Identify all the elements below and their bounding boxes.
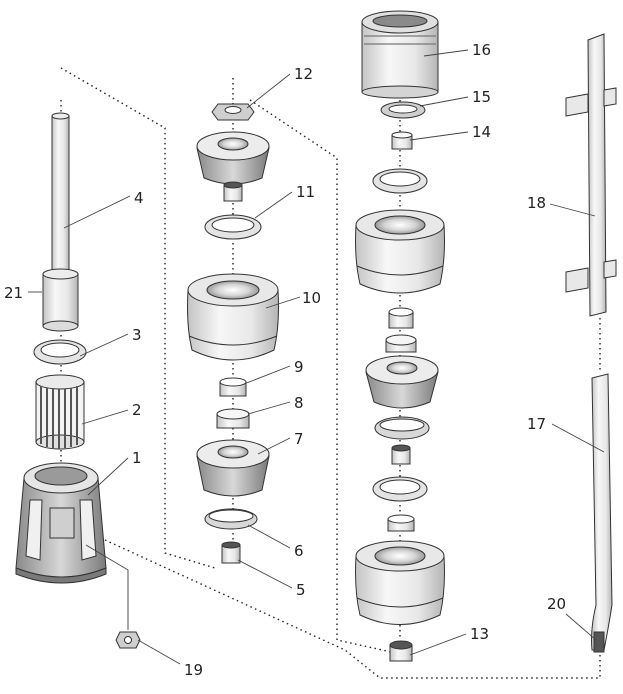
- part-1-suction-housing: [15, 462, 107, 584]
- callout-labels: 4 21 3 2 1 19 12 11 10 9 8 7 6 5 16 15 1…: [4, 41, 566, 679]
- callout-1: 1: [132, 449, 142, 467]
- part-sleeve-right: [388, 307, 414, 329]
- part-diffuser-right: [365, 355, 439, 409]
- part-ring-right-lower: [372, 476, 428, 502]
- callout-12: 12: [294, 65, 313, 83]
- part-sleeve-right-lower: [387, 514, 415, 532]
- part-6-ring: [204, 508, 258, 530]
- part-bearing-middle-top: [223, 181, 243, 202]
- part-ring-right-mid: [374, 416, 430, 440]
- callout-19: 19: [184, 661, 203, 679]
- part-14-bearing: [391, 131, 413, 150]
- part-10-bowl: [187, 273, 279, 361]
- callout-15: 15: [472, 88, 491, 106]
- part-17-lower-guard: [591, 373, 613, 653]
- callout-3: 3: [132, 326, 142, 344]
- callout-14: 14: [472, 123, 491, 141]
- callout-8: 8: [294, 394, 304, 412]
- callout-21: 21: [4, 284, 23, 302]
- cable-line: [85, 544, 129, 630]
- path-bottom: [104, 539, 600, 679]
- assembly-paths: [60, 67, 601, 680]
- part-bowl-right-bottom: [355, 540, 445, 625]
- callout-16: 16: [472, 41, 491, 59]
- part-8-ring: [216, 408, 250, 429]
- part-13-bearing: [389, 640, 413, 662]
- part-ring-right-top: [372, 168, 428, 194]
- part-19-nut: [115, 631, 141, 649]
- part-15-plate: [380, 101, 426, 119]
- part-2-strainer: [35, 374, 85, 450]
- part-11-ring: [204, 214, 262, 240]
- part-3-ring: [33, 339, 87, 365]
- path-middle-to-right: [249, 99, 406, 656]
- path-left-to-middle: [60, 67, 216, 569]
- part-ring-right-small: [385, 334, 417, 353]
- callout-7: 7: [294, 430, 304, 448]
- part-21-coupling: [42, 268, 79, 332]
- part-diffuser-upper: [196, 131, 270, 185]
- part-12-nut: [211, 103, 255, 121]
- callout-2: 2: [132, 401, 142, 419]
- callout-10: 10: [302, 289, 321, 307]
- callout-18: 18: [527, 194, 546, 212]
- part-18-cable-guard: [565, 33, 617, 317]
- callout-4: 4: [134, 189, 144, 207]
- part-16-discharge-head: [361, 10, 439, 99]
- callout-9: 9: [294, 358, 304, 376]
- part-bearing-right: [391, 444, 411, 465]
- part-9-sleeve: [219, 377, 247, 397]
- callout-6: 6: [294, 542, 304, 560]
- part-4-shaft: [51, 112, 70, 287]
- callout-leaders: [28, 49, 605, 665]
- callout-13: 13: [470, 625, 489, 643]
- part-bowl-right-top: [355, 209, 445, 294]
- callout-20: 20: [547, 595, 566, 613]
- callout-5: 5: [296, 581, 306, 599]
- callout-17: 17: [527, 415, 546, 433]
- callout-11: 11: [296, 183, 315, 201]
- part-5-bearing: [221, 541, 241, 564]
- part-7-diffuser: [196, 439, 270, 497]
